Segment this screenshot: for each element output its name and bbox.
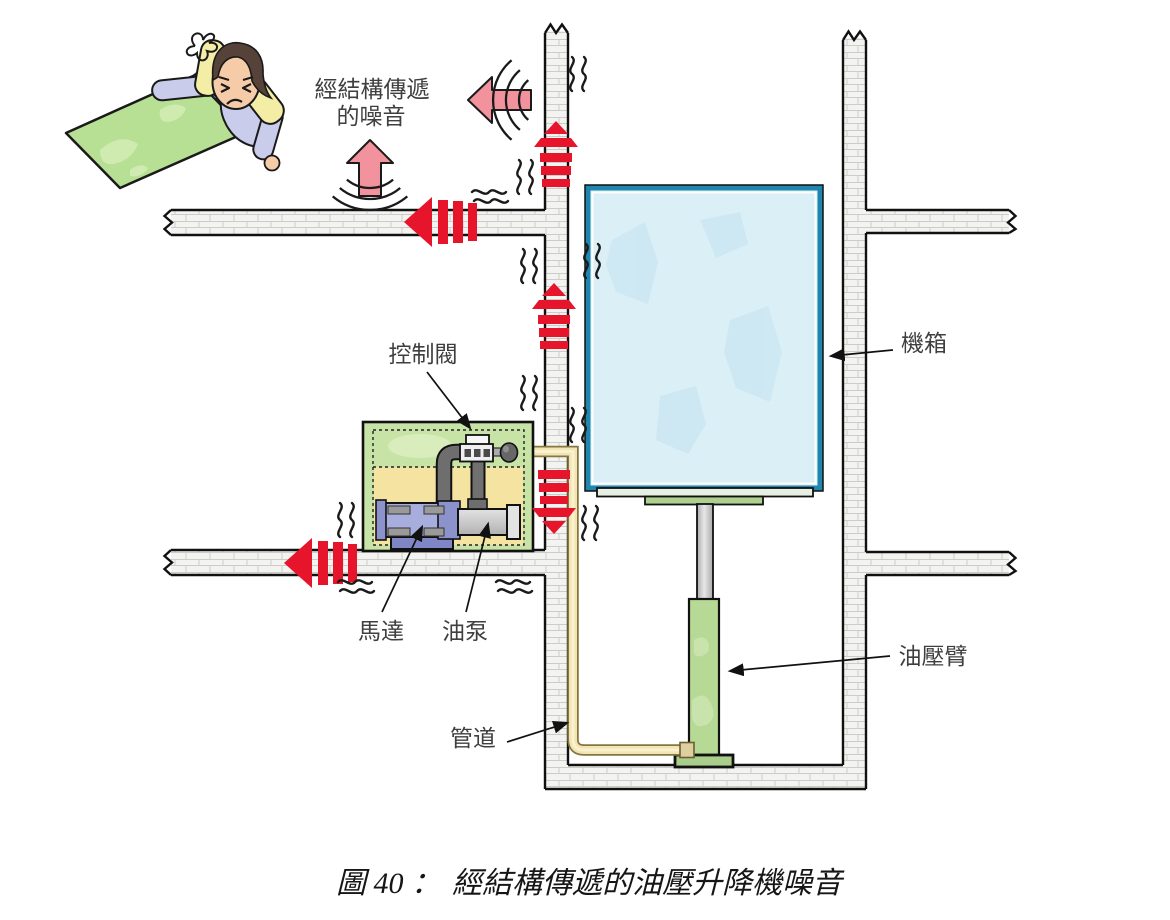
- leader-motor: [381, 524, 424, 613]
- squiggle-wall-mid-right: [583, 242, 601, 280]
- leader-hydraulic-arm: [727, 655, 891, 677]
- squiggle-above-machine-left: [520, 374, 538, 412]
- suction-pipes: [435, 443, 486, 503]
- figure-caption-number: 圖 40 ：: [336, 867, 441, 900]
- eyebrows: [218, 76, 254, 81]
- car-inner-line: [591, 191, 817, 485]
- leader-lines: [381, 348, 894, 743]
- label-pipe: 管道: [450, 725, 496, 751]
- leader-car: [828, 348, 894, 362]
- squiggle-left-of-machine: [337, 501, 355, 539]
- upper-right-slab-outline: [866, 208, 1018, 235]
- motor-end-cap: [375, 499, 387, 541]
- sound-arcs-up-icon: [331, 178, 409, 212]
- hydraulic-cylinder: [687, 597, 721, 759]
- left-wall-break-zigzag: [543, 22, 569, 36]
- leader-oil-pump: [465, 521, 491, 613]
- car-texture-blob: [656, 386, 706, 454]
- annoyance-scribble-icon: [185, 32, 218, 62]
- vibration-squiggles: [336, 55, 601, 594]
- tank-dashed-border: [372, 429, 525, 546]
- label-control-valve: 控制閥: [389, 341, 458, 367]
- elevator-car: [584, 184, 824, 506]
- car-body: [585, 185, 823, 491]
- squiggle-above-machine-right: [569, 406, 587, 444]
- motor-details: [387, 505, 445, 537]
- upper-left-floor-slab: [171, 210, 545, 235]
- vibration-arrow-down-wall-lower: [532, 470, 576, 534]
- squiggle-lower-slab-left: [336, 579, 376, 594]
- elbow-pipe: [437, 445, 462, 503]
- squiggle-lower-slab-right: [494, 579, 534, 594]
- left-wall-edges: [543, 33, 570, 789]
- vibration-arrow-up-wall-middle: [532, 283, 576, 349]
- cylinder-highlight: [692, 637, 714, 727]
- lower-left-floor-slab: [171, 550, 545, 575]
- right-wall-edges: [841, 40, 868, 789]
- oil-pipe: [517, 445, 695, 759]
- frown-mouth: [226, 98, 243, 105]
- label-structure-noise-line1: 經結構傳遞: [315, 76, 430, 102]
- upper-left-slab-outline: [162, 208, 545, 237]
- blanket-highlights: [100, 104, 186, 177]
- hydraulic-ram-assembly: [673, 503, 735, 769]
- lower-right-floor-slab: [866, 552, 1009, 575]
- valve-ports: [464, 449, 490, 457]
- sphere-highlight: [503, 445, 509, 453]
- noise-arrow-up-icon: [346, 139, 394, 197]
- sound-arcs-left-icon: [491, 59, 530, 141]
- squiggle-wall-top-right: [569, 55, 587, 93]
- pit-bottom-slab: [545, 765, 866, 789]
- airborne-noise-symbols: [331, 59, 532, 212]
- leader-pipe: [506, 720, 570, 743]
- figure-caption-title: 經結構傳遞的油壓升降機噪音: [452, 867, 845, 900]
- noise-arrow-left-icon: [467, 76, 532, 124]
- piston-rod: [696, 503, 714, 602]
- wall-outlines: [162, 22, 1018, 791]
- vibration-arrow-left-lower-slab: [284, 538, 357, 588]
- lower-right-slab-outline: [866, 550, 1018, 577]
- vibration-arrow-left-upper-slab: [404, 197, 477, 247]
- vibration-arrows: [284, 121, 578, 588]
- squiggle-wall-mid-left: [520, 247, 538, 285]
- squiggle-shaft-lower: [581, 504, 599, 542]
- pipe-fitting: [679, 741, 695, 759]
- leader-control-valve: [426, 371, 472, 430]
- accumulator-sphere: [499, 442, 519, 463]
- building-structure: [162, 22, 1018, 791]
- label-hydraulic-arm: 油壓臂: [899, 643, 968, 669]
- squiggle-wall-upper-left: [516, 158, 534, 196]
- closed-eyes-icon: [220, 83, 252, 93]
- right-wall-break-zigzag: [841, 29, 867, 43]
- car-texture-blob: [700, 212, 748, 258]
- right-shaft-wall: [843, 38, 866, 789]
- tank-highlight: [388, 434, 452, 458]
- car-texture-blob: [606, 222, 658, 304]
- person-hair: [211, 41, 274, 100]
- car-platform-upper: [596, 487, 814, 498]
- pump-unit: [361, 420, 535, 553]
- label-car: 機箱: [901, 330, 947, 356]
- label-structure-noise-line2: 的噪音: [337, 103, 406, 129]
- label-oil-pump: 油泵: [442, 618, 488, 644]
- label-motor: 馬達: [358, 618, 404, 644]
- sleeping-person-illustration: [64, 32, 285, 190]
- pipe-highlight: [517, 450, 684, 752]
- valve-top-cap: [465, 434, 490, 446]
- pump-cylinder: [457, 508, 511, 536]
- control-valve-assembly: [459, 434, 519, 463]
- upper-right-floor-slab: [866, 210, 1009, 233]
- left-shaft-wall: [545, 31, 568, 789]
- person-hand-right: [263, 154, 281, 172]
- car-surface-texture: [606, 212, 782, 454]
- vibration-arrow-up-wall-upper: [534, 121, 578, 187]
- pipe-collar: [467, 498, 488, 510]
- car-texture-blob: [724, 306, 782, 402]
- pump-flange: [506, 504, 521, 540]
- squiggle-upper-slab: [470, 189, 510, 204]
